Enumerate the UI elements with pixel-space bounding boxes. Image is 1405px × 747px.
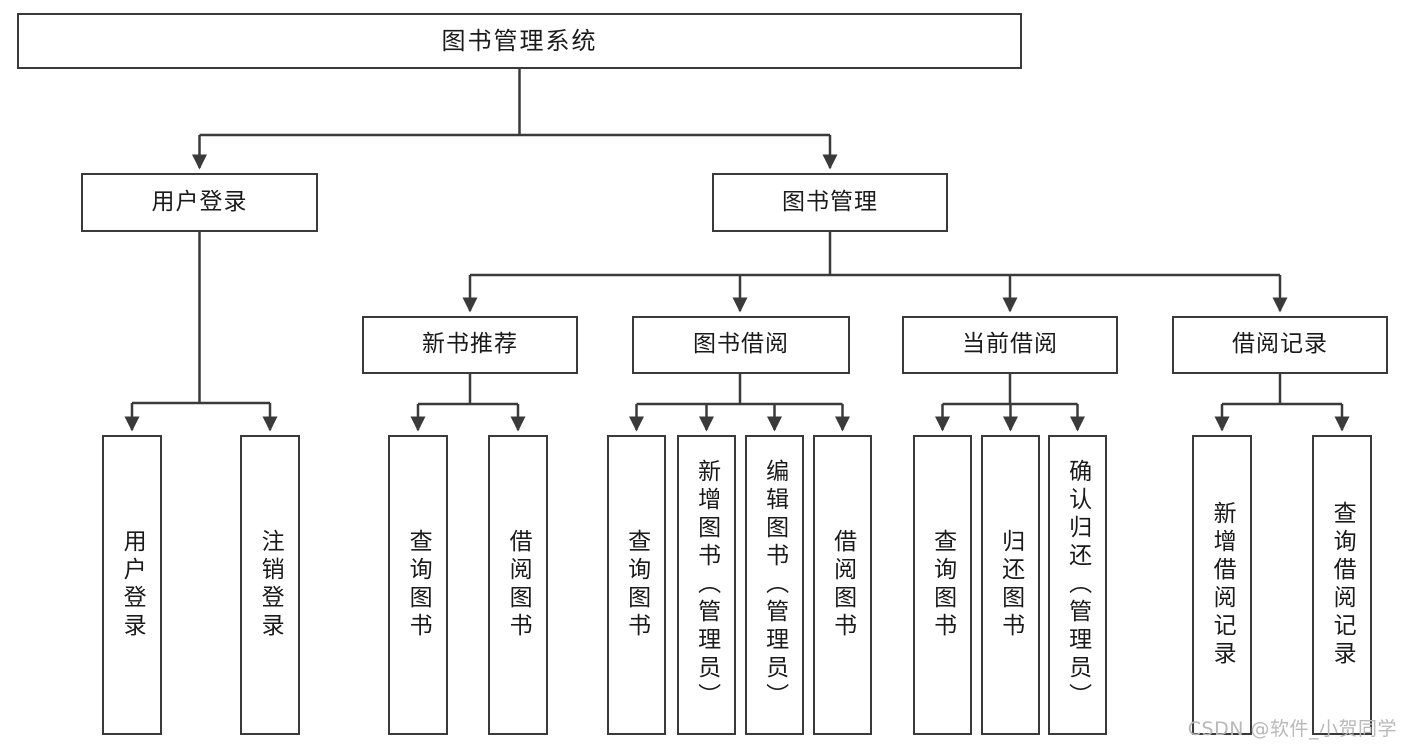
node-book-manage[interactable]: 图书管理 xyxy=(712,173,948,232)
node-leaf-query-book-3-label: 查询图书 xyxy=(929,529,956,641)
node-borrow-record-label: 借阅记录 xyxy=(1232,331,1328,358)
node-current-borrow-label: 当前借阅 xyxy=(962,331,1058,358)
node-new-book-recommend-label: 新书推荐 xyxy=(422,331,518,358)
node-leaf-add-borrow-record-label: 新增借阅记录 xyxy=(1209,501,1236,669)
node-leaf-confirm-return-admin-label: 确认归还（管理员） xyxy=(1064,459,1091,711)
node-leaf-query-borrow-record[interactable]: 查询借阅记录 xyxy=(1312,435,1372,735)
node-current-borrow[interactable]: 当前借阅 xyxy=(902,316,1118,374)
node-leaf-add-book-admin[interactable]: 新增图书（管理员） xyxy=(677,435,736,735)
csdn-watermark: CSDN @软件_小贺同学 xyxy=(1187,718,1397,740)
node-leaf-edit-book-admin[interactable]: 编辑图书（管理员） xyxy=(745,435,804,735)
node-root[interactable]: 图书管理系统 xyxy=(17,13,1022,69)
node-leaf-query-book-2[interactable]: 查询图书 xyxy=(607,435,666,735)
node-leaf-confirm-return-admin[interactable]: 确认归还（管理员） xyxy=(1048,435,1107,735)
node-leaf-query-borrow-record-label: 查询借阅记录 xyxy=(1329,501,1356,669)
node-leaf-query-book-2-label: 查询图书 xyxy=(623,529,650,641)
node-leaf-add-book-admin-label: 新增图书（管理员） xyxy=(693,459,720,711)
node-book-manage-label: 图书管理 xyxy=(782,188,878,215)
node-leaf-borrow-book-1[interactable]: 借阅图书 xyxy=(488,435,548,735)
node-book-borrow[interactable]: 图书借阅 xyxy=(632,316,850,374)
node-leaf-borrow-book-2[interactable]: 借阅图书 xyxy=(813,435,872,735)
node-leaf-user-login-label: 用户登录 xyxy=(119,529,146,641)
node-leaf-user-logout-label: 注销登录 xyxy=(257,529,284,641)
node-leaf-borrow-book-1-label: 借阅图书 xyxy=(505,529,532,641)
node-book-borrow-label: 图书借阅 xyxy=(693,331,789,358)
node-leaf-user-login[interactable]: 用户登录 xyxy=(102,435,162,735)
node-leaf-query-book-3[interactable]: 查询图书 xyxy=(913,435,972,735)
node-leaf-add-borrow-record[interactable]: 新增借阅记录 xyxy=(1192,435,1252,735)
node-new-book-recommend[interactable]: 新书推荐 xyxy=(362,316,578,374)
node-leaf-user-logout[interactable]: 注销登录 xyxy=(240,435,300,735)
node-leaf-query-book-1[interactable]: 查询图书 xyxy=(388,435,448,735)
node-user-login-label: 用户登录 xyxy=(151,188,248,215)
node-borrow-record[interactable]: 借阅记录 xyxy=(1172,316,1388,374)
node-user-login[interactable]: 用户登录 xyxy=(81,173,318,232)
node-leaf-edit-book-admin-label: 编辑图书（管理员） xyxy=(761,459,788,711)
node-leaf-borrow-book-2-label: 借阅图书 xyxy=(829,529,856,641)
node-leaf-return-book[interactable]: 归还图书 xyxy=(981,435,1040,735)
node-leaf-return-book-label: 归还图书 xyxy=(997,529,1024,641)
node-leaf-query-book-1-label: 查询图书 xyxy=(405,529,432,641)
node-root-label: 图书管理系统 xyxy=(441,26,598,55)
